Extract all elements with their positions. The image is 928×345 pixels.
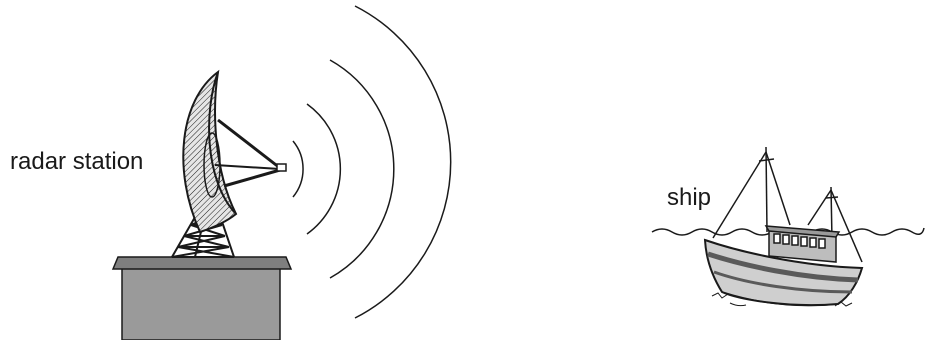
radar-building <box>113 257 291 340</box>
radar-dish-icon <box>183 72 286 232</box>
ship <box>652 147 924 306</box>
ship-label: ship <box>667 186 711 210</box>
radar-waves <box>293 6 451 318</box>
radar-station <box>113 6 451 340</box>
radar-station-label: radar station <box>10 150 143 174</box>
fishing-boat-icon <box>705 147 862 306</box>
